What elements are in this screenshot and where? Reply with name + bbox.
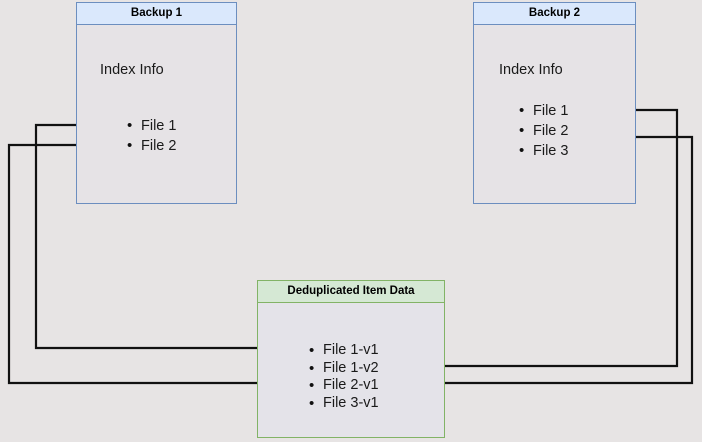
node-backup-2-title: Backup 2 bbox=[474, 3, 635, 25]
node-dedup-body: File 1-v1 File 1-v2 File 2-v1 File 3-v1 bbox=[258, 303, 444, 438]
list-item: File 2-v1 bbox=[309, 377, 379, 395]
backup-2-index-label: Index Info bbox=[499, 62, 563, 78]
list-item: File 3 bbox=[519, 141, 568, 161]
list-item: File 1 bbox=[127, 116, 176, 136]
node-deduplicated-item-data[interactable]: Deduplicated Item Data File 1-v1 File 1-… bbox=[257, 280, 445, 438]
node-backup-2[interactable]: Backup 2 Index Info File 1 File 2 File 3 bbox=[473, 2, 636, 204]
dedup-file-list: File 1-v1 File 1-v2 File 2-v1 File 3-v1 bbox=[309, 342, 379, 412]
node-backup-1-title: Backup 1 bbox=[77, 3, 236, 25]
list-item: File 1-v1 bbox=[309, 342, 379, 360]
node-dedup-title: Deduplicated Item Data bbox=[258, 281, 444, 303]
backup-2-file-list: File 1 File 2 File 3 bbox=[519, 101, 568, 161]
list-item: File 2 bbox=[127, 136, 176, 156]
node-backup-2-body: Index Info File 1 File 2 File 3 bbox=[474, 25, 635, 204]
list-item: File 1-v2 bbox=[309, 360, 379, 378]
list-item: File 2 bbox=[519, 121, 568, 141]
node-backup-1[interactable]: Backup 1 Index Info File 1 File 2 bbox=[76, 2, 237, 204]
backup-1-file-list: File 1 File 2 bbox=[127, 116, 176, 156]
list-item: File 1 bbox=[519, 101, 568, 121]
backup-1-index-label: Index Info bbox=[100, 62, 164, 78]
list-item: File 3-v1 bbox=[309, 395, 379, 413]
node-backup-1-body: Index Info File 1 File 2 bbox=[77, 25, 236, 204]
